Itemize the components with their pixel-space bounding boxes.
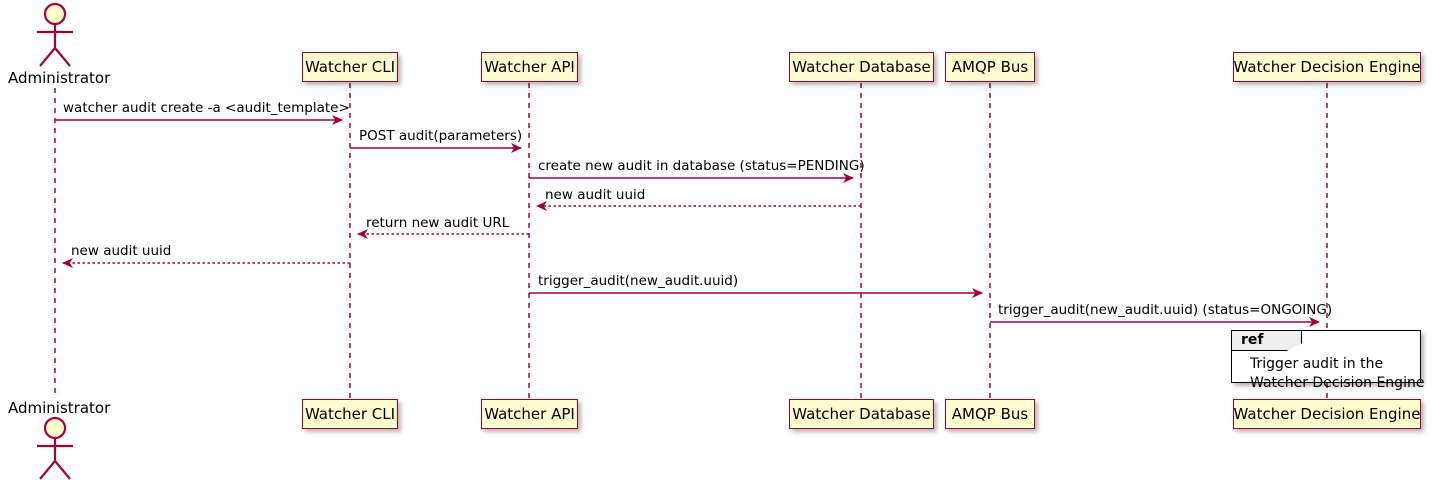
ref-fragment-body: Trigger audit in the Watcher Decision En… — [1250, 355, 1424, 393]
participant-watcher-database-bottom[interactable]: Watcher Database — [789, 399, 934, 429]
participant-label: Watcher CLI — [304, 404, 396, 423]
ref-fragment: ref Trigger audit in the Watcher Decisio… — [1231, 330, 1424, 391]
message-label-8: trigger_audit(new_audit.uuid) (status=ON… — [998, 302, 1333, 318]
participant-label: Watcher Database — [792, 404, 931, 423]
participant-watcher-cli-top[interactable]: Watcher CLI — [302, 52, 398, 82]
message-label-3: create new audit in database (status=PEN… — [538, 158, 865, 174]
actor-administrator-top — [37, 2, 73, 67]
participant-label: Watcher CLI — [304, 57, 396, 76]
participant-label: Watcher API — [484, 404, 575, 423]
participant-label: Watcher Decision Engine — [1233, 404, 1421, 423]
actor-leg-right-bottom — [54, 460, 71, 480]
participant-label: AMQP Bus — [951, 57, 1029, 76]
participant-watcher-cli-bottom[interactable]: Watcher CLI — [302, 399, 398, 429]
participant-label: Watcher API — [484, 57, 575, 76]
actor-leg-left-bottom — [39, 460, 56, 480]
actor-leg-right — [54, 47, 71, 67]
message-label-6: new audit uuid — [71, 243, 172, 259]
participant-label: Watcher Decision Engine — [1233, 57, 1421, 76]
participant-administrator-bottom-label: Administrator — [8, 399, 111, 417]
message-label-1: watcher audit create -a <audit_template> — [63, 100, 350, 116]
participant-watcher-database-top[interactable]: Watcher Database — [789, 52, 934, 82]
ref-fragment-tab-label: ref — [1232, 331, 1302, 351]
message-label-4: new audit uuid — [545, 187, 646, 203]
participant-label: Watcher Database — [792, 57, 931, 76]
participant-watcher-api-top[interactable]: Watcher API — [481, 52, 578, 82]
participant-amqp-bus-top[interactable]: AMQP Bus — [945, 52, 1035, 82]
actor-head-icon-bottom — [43, 416, 67, 440]
actor-leg-left — [39, 47, 56, 67]
ref-fragment-line-1: Trigger audit in the — [1250, 356, 1384, 372]
ref-fragment-line-2: Watcher Decision Engine — [1250, 374, 1425, 391]
participant-amqp-bus-bottom[interactable]: AMQP Bus — [945, 399, 1035, 429]
participant-watcher-api-bottom[interactable]: Watcher API — [481, 399, 578, 429]
participant-watcher-decision-engine-bottom[interactable]: Watcher Decision Engine — [1233, 399, 1421, 429]
participant-label: AMQP Bus — [951, 404, 1029, 423]
participant-watcher-decision-engine-top[interactable]: Watcher Decision Engine — [1233, 52, 1421, 82]
message-label-2: POST audit(parameters) — [359, 128, 523, 144]
actor-administrator-bottom — [37, 416, 73, 480]
message-label-5: return new audit URL — [366, 215, 510, 231]
message-label-7: trigger_audit(new_audit.uuid) — [538, 273, 739, 289]
lifelines — [54, 83, 1328, 399]
participant-administrator-top-label: Administrator — [8, 69, 111, 87]
actor-head-icon — [43, 2, 67, 26]
